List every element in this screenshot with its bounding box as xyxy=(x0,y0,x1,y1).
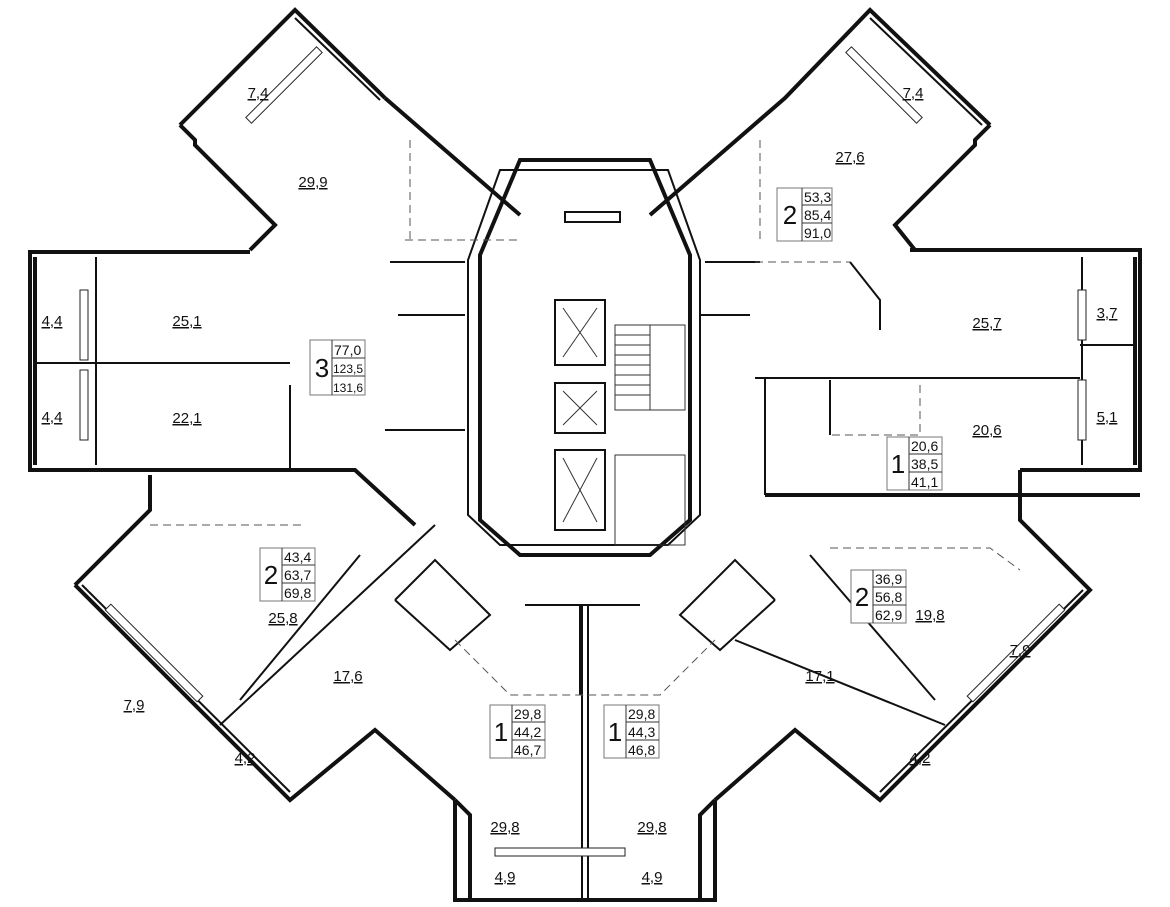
apartment-room-count: 1 xyxy=(891,449,905,479)
room-area: 7,9 xyxy=(1010,642,1031,659)
room-area: 25,1 xyxy=(172,313,201,330)
room-area: 20,6 xyxy=(972,422,1001,439)
room-area: 29,9 xyxy=(298,174,327,191)
room-area: 22,1 xyxy=(172,410,201,427)
apartment-living-area: 53,3 xyxy=(804,189,831,205)
apartment-living-area: 36,9 xyxy=(875,571,902,587)
room-area: 29,8 xyxy=(490,819,519,836)
apartment-living-area: 20,6 xyxy=(911,438,938,454)
apartment-room-count: 2 xyxy=(855,582,869,612)
apartment-living-area: 77,0 xyxy=(334,342,361,358)
room-area: 4,9 xyxy=(495,869,516,886)
room-area: 27,6 xyxy=(835,149,864,166)
apartment-total-area: 44,2 xyxy=(514,724,541,740)
room-area: 25,7 xyxy=(972,315,1001,332)
apartment-box: 1 20,6 38,5 41,1 xyxy=(886,436,943,491)
room-area: 29,8 xyxy=(637,819,666,836)
apartment-total-area: 44,3 xyxy=(628,724,655,740)
room-area: 3,7 xyxy=(1097,305,1118,322)
exterior-walls xyxy=(28,7,1142,902)
apartment-total-area: 123,5 xyxy=(333,362,363,376)
apartment-room-count: 2 xyxy=(264,560,278,590)
room-area: 25,8 xyxy=(268,610,297,627)
apartment-total-with-loggia: 46,7 xyxy=(514,742,541,758)
room-area: 17,6 xyxy=(333,668,362,685)
room-area: 19,8 xyxy=(915,607,944,624)
room-area: 4,2 xyxy=(235,750,256,767)
apartment-living-area: 29,8 xyxy=(628,706,655,722)
apartment-total-with-loggia: 91,0 xyxy=(804,225,831,241)
apartment-living-area: 29,8 xyxy=(514,706,541,722)
apartment-total-area: 63,7 xyxy=(284,567,311,583)
apartment-total-area: 56,8 xyxy=(875,589,902,605)
apartment-total-with-loggia: 46,8 xyxy=(628,742,655,758)
room-area: 4,9 xyxy=(642,869,663,886)
apartment-box: 1 29,8 44,3 46,8 xyxy=(603,704,660,759)
apartment-room-count: 1 xyxy=(494,717,508,747)
room-area: 4,4 xyxy=(42,409,63,426)
apartment-room-count: 1 xyxy=(608,717,622,747)
room-area: 7,9 xyxy=(124,697,145,714)
room-area: 7,4 xyxy=(903,85,924,102)
room-area: 5,1 xyxy=(1097,409,1118,426)
room-area: 4,4 xyxy=(42,313,63,330)
apartment-box: 1 29,8 44,2 46,7 xyxy=(489,704,546,759)
room-area: 7,4 xyxy=(248,85,269,102)
apartment-box: 2 36,9 56,8 62,9 xyxy=(850,569,907,624)
apartment-room-count: 3 xyxy=(315,353,329,383)
apartment-room-count: 2 xyxy=(783,200,797,230)
apartment-total-with-loggia: 131,6 xyxy=(333,381,363,395)
apartment-total-area: 38,5 xyxy=(911,456,938,472)
apartment-box: 2 43,4 63,7 69,8 xyxy=(259,547,316,602)
apartment-box: 3 77,0 123,5 131,6 xyxy=(309,339,366,396)
apartment-total-with-loggia: 69,8 xyxy=(284,585,311,601)
room-area: 17,1 xyxy=(805,668,834,685)
apartment-total-with-loggia: 62,9 xyxy=(875,607,902,623)
apartment-total-area: 85,4 xyxy=(804,207,831,223)
room-area-labels: 7,4 29,9 25,1 4,4 4,4 22,1 25,8 7,9 17,6… xyxy=(42,85,1118,886)
room-area: 4,2 xyxy=(910,750,931,767)
apartment-box: 2 53,3 85,4 91,0 xyxy=(776,187,833,242)
apartment-living-area: 43,4 xyxy=(284,549,311,565)
apartment-total-with-loggia: 41,1 xyxy=(911,474,938,490)
